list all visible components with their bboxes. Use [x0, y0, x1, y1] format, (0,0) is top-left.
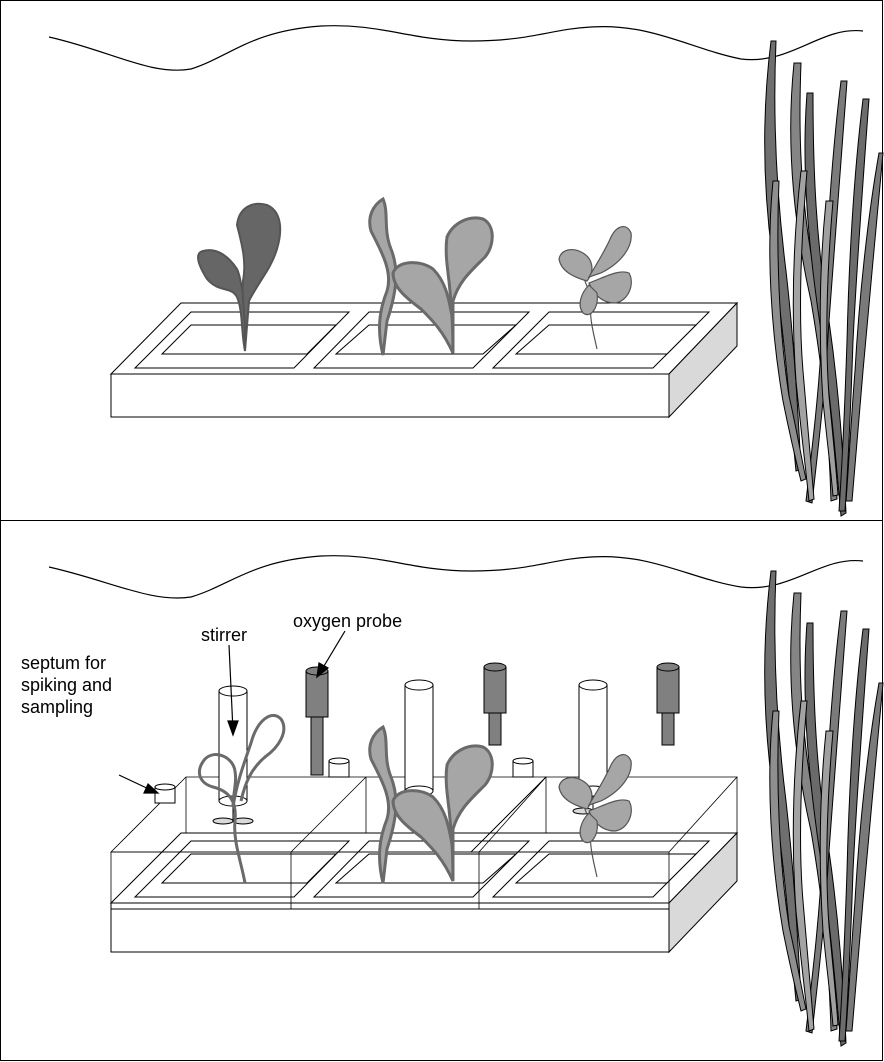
seagrass-cluster	[765, 571, 883, 1046]
oxygen-probe-3	[657, 663, 679, 745]
septum-label-line-1: septum for	[21, 653, 106, 673]
seagrass-cluster	[765, 41, 883, 516]
chamber-diagram: stirrer oxygen probe septum for spiking …	[1, 521, 884, 1062]
oxygen-probe-2	[484, 663, 506, 745]
open-tray-diagram	[1, 1, 884, 522]
oxygen-probe-1	[306, 667, 328, 775]
water-surface	[49, 556, 863, 598]
septum-label-line-2: spiking and	[21, 675, 112, 695]
tray	[111, 833, 737, 952]
panel-open-tray	[0, 0, 883, 521]
stirrer-label: stirrer	[201, 625, 247, 645]
tray	[111, 303, 737, 417]
water-surface	[49, 26, 863, 71]
oxygen-probe-label: oxygen probe	[293, 611, 402, 631]
panel-closed-chambers: stirrer oxygen probe septum for spiking …	[0, 520, 883, 1061]
septum-label-line-3: sampling	[21, 697, 93, 717]
